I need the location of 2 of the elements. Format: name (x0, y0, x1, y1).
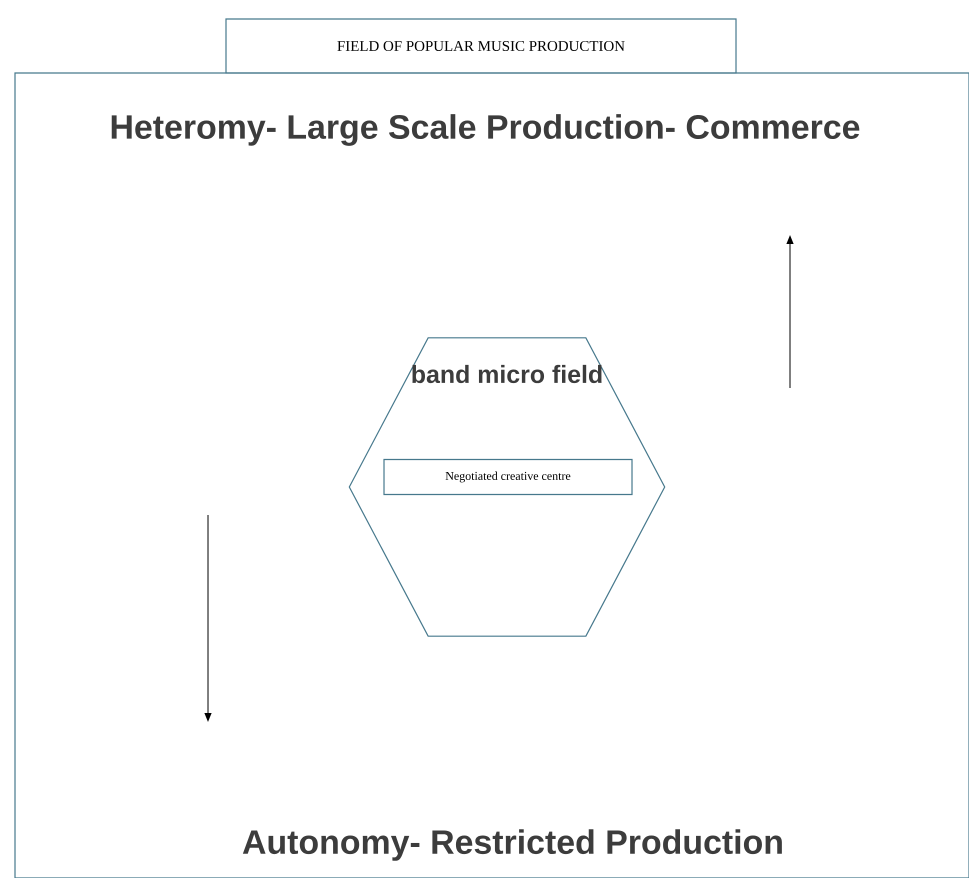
text-box: Negotiated creative centre (383, 458, 633, 496)
title-box: FIELD OF POPULAR MUSIC PRODUCTION (225, 18, 737, 74)
